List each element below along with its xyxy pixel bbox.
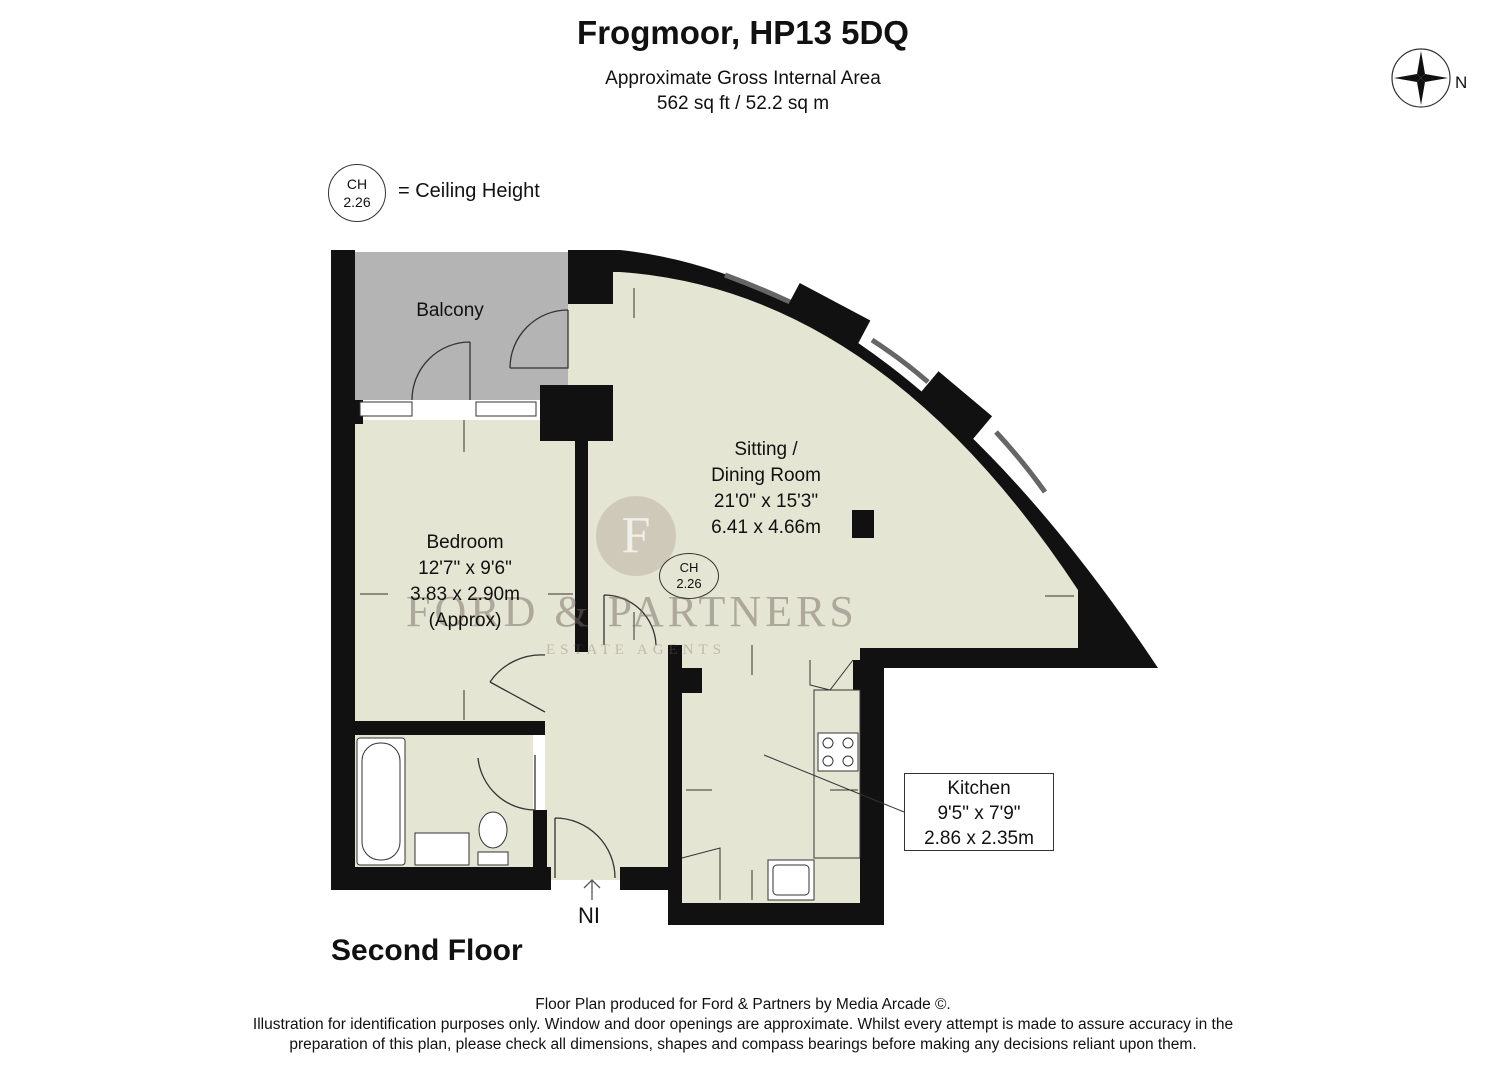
hall-floor	[545, 645, 670, 880]
sitting-metric: 6.41 x 4.66m	[711, 517, 821, 538]
sitting-name-1: Sitting /	[734, 439, 798, 460]
curve-pier-1	[785, 282, 871, 348]
window-bedroom-left	[359, 401, 413, 417]
sitting-name-2: Dining Room	[711, 465, 821, 486]
window-curve-1	[724, 272, 792, 305]
bedroom-metric: 3.83 x 2.90m	[410, 584, 520, 605]
wall-sitting-south	[860, 648, 1078, 668]
balcony-floor	[355, 252, 568, 400]
wall-balcony-bedroom-left	[355, 400, 363, 424]
bathtub	[356, 737, 406, 866]
wall-kitchen-west	[668, 645, 682, 925]
watermark-tagline: ESTATE AGENTS	[546, 642, 727, 658]
floor-name: Second Floor	[331, 934, 523, 967]
sitting-room-floor	[568, 252, 1078, 648]
kitchen-sink	[767, 859, 815, 901]
door-bedroom	[489, 654, 546, 713]
wall-west	[331, 250, 355, 890]
sink	[414, 832, 470, 866]
dimension-arrows	[360, 288, 1074, 900]
wall-bath-hall	[533, 810, 547, 890]
door-sitting	[603, 594, 657, 646]
pillar-top	[568, 272, 613, 304]
door-entry	[554, 817, 616, 879]
bathtub-inner	[361, 742, 401, 861]
toilet-cistern	[477, 851, 509, 866]
kitchen-cupboard-door	[681, 847, 721, 900]
bedroom-name: Bedroom	[426, 532, 504, 553]
wall-curved	[568, 250, 1158, 668]
plan-title: Frogmoor, HP13 5DQ	[577, 14, 909, 51]
bedroom-floor	[355, 420, 575, 723]
bedroom-label: Bedroom 12'7" x 9'6" 3.83 x 2.90m (Appro…	[380, 530, 550, 634]
compass-icon	[1391, 48, 1451, 108]
sitting-column	[852, 510, 874, 538]
pillar-kitchen-right	[853, 660, 860, 690]
toilet	[478, 811, 508, 849]
pillar-kitchen	[682, 668, 702, 693]
watermark-initial: F	[621, 507, 651, 564]
window-bedroom-right	[475, 401, 537, 417]
pillar-balcony	[540, 385, 613, 441]
entry-label: NI	[578, 903, 600, 928]
door-balcony-sitting	[509, 309, 569, 369]
bedroom-note: (Approx)	[428, 610, 502, 631]
area-label: Approximate Gross Internal Area	[605, 68, 881, 89]
footer-line-3: preparation of this plan, please check a…	[289, 1036, 1197, 1053]
kitchen-imperial: 9'5" x 7'9"	[937, 803, 1021, 824]
curve-pier-2	[917, 371, 993, 441]
door-balcony-left	[411, 341, 471, 401]
watermark-name: FORD & PARTNERS	[406, 587, 858, 636]
legend-text: = Ceiling Height	[398, 180, 540, 202]
entrance-arrow-icon	[583, 879, 601, 900]
ceiling-height-marker: CH 2.26	[659, 553, 719, 599]
kitchen-label: Kitchen 9'5" x 7'9" 2.86 x 2.35m	[904, 773, 1054, 851]
wall-south-hall	[620, 867, 682, 890]
ch-marker-label: CH	[679, 560, 699, 575]
sitting-room-label: Sitting / Dining Room 21'0" x 15'3" 6.41…	[666, 437, 866, 541]
balcony-label: Balcony	[416, 300, 484, 321]
legend-ch-value: 2.26	[343, 194, 371, 210]
wall-kitchen-east	[860, 648, 884, 925]
legend-ch-text: CH	[346, 176, 368, 192]
door-bathroom	[477, 755, 536, 811]
area-value: 562 sq ft / 52.2 sq m	[656, 93, 830, 114]
compass-north-label: N	[1455, 73, 1468, 92]
footer-line-1: Floor Plan produced for Ford & Partners …	[535, 996, 951, 1013]
window-curve-2	[870, 337, 930, 384]
kitchen-metric: 2.86 x 2.35m	[924, 828, 1034, 849]
window-curve-3	[994, 430, 1048, 494]
ceiling-height-legend-icon: CH 2.26	[328, 164, 386, 222]
wall-south-bath	[331, 867, 551, 890]
ch-marker-value: 2.26	[676, 576, 702, 591]
kitchen-cupboard-top	[809, 659, 854, 691]
wall-bed-bath	[355, 721, 545, 735]
kitchen-name: Kitchen	[947, 778, 1011, 799]
watermark-logo: F	[596, 496, 676, 576]
footer-line-2: Illustration for identification purposes…	[252, 1016, 1234, 1033]
wall-bedroom-sitting	[575, 440, 588, 652]
kitchen-counter	[813, 689, 861, 859]
bedroom-imperial: 12'7" x 9'6"	[418, 558, 512, 579]
sitting-imperial: 21'0" x 15'3"	[713, 491, 819, 512]
wall-kitchen-south	[668, 903, 884, 925]
hob	[817, 732, 859, 772]
